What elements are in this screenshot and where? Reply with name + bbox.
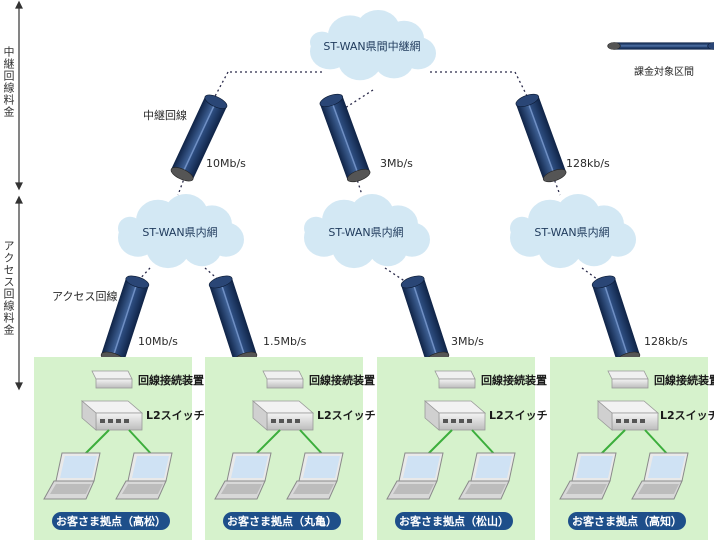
access-speed-1: 10Mb/s xyxy=(138,335,178,348)
site-label: お客さま拠点（丸亀） xyxy=(227,514,337,528)
line-device-icon xyxy=(91,370,133,389)
line-device-label: 回線接続装置 xyxy=(654,373,714,387)
line-device-label: 回線接続装置 xyxy=(481,373,547,387)
connector-cloud2 xyxy=(384,267,407,283)
access-fee-arrow xyxy=(15,195,23,391)
connector-trunk3-bottom xyxy=(552,175,561,196)
access-cable-1 xyxy=(98,272,152,368)
legend-label: 課金対象区間 xyxy=(634,65,694,78)
connector-cloud1-right xyxy=(204,267,222,283)
l2-switch-icon xyxy=(80,400,144,431)
line-device-icon xyxy=(262,370,304,389)
legend-cable-icon xyxy=(606,41,714,51)
trunk-cable-2 xyxy=(317,90,373,186)
connector-trunk2-bottom xyxy=(355,175,363,196)
trunk-speed-2: 3Mb/s xyxy=(380,157,413,170)
connector-trunk1-top xyxy=(212,71,229,101)
site-marugame: 回線接続装置 L2スイッチ お客さま拠点（丸亀） xyxy=(205,357,376,540)
line-device-label: 回線接続装置 xyxy=(309,373,375,387)
l2-switch-label: L2スイッチ xyxy=(317,409,376,422)
site-badge xyxy=(395,512,513,530)
l2-switch-icon xyxy=(423,400,487,431)
cloud-backbone-label: ST-WAN県間中継網 xyxy=(323,39,420,53)
site-label: お客さま拠点（高松） xyxy=(56,514,166,528)
line-device-label: 回線接続装置 xyxy=(138,373,204,387)
connector-trunk1-bottom xyxy=(177,175,186,196)
access-speed-3: 3Mb/s xyxy=(451,335,484,348)
l2-switch-label: L2スイッチ xyxy=(146,409,205,422)
access-fee-label: アクセス回線料金 xyxy=(2,240,15,336)
site-matsuyama: 回線接続装置 L2スイッチ お客さま拠点（松山） xyxy=(377,357,548,540)
l2-switch-icon xyxy=(596,400,660,431)
trunk-line-label: 中継回線 xyxy=(143,108,187,122)
trunk-speed-1: 10Mb/s xyxy=(206,157,246,170)
cloud-prefecture-3-label: ST-WAN県内網 xyxy=(534,225,609,239)
trunk-cable-1 xyxy=(168,91,230,185)
l2-switch-label: L2スイッチ xyxy=(660,409,714,422)
access-cable-3 xyxy=(398,272,452,368)
connector-cloud3 xyxy=(581,267,602,283)
trunk-speed-3: 128kb/s xyxy=(566,157,610,170)
access-speed-2: 1.5Mb/s xyxy=(263,335,307,348)
access-speed-4: 128kb/s xyxy=(644,335,688,348)
access-cable-4 xyxy=(589,272,643,368)
cloud-prefecture-2-label: ST-WAN県内網 xyxy=(328,225,403,239)
connector-backbone-mid xyxy=(344,89,374,109)
relay-fee-arrow xyxy=(15,0,23,191)
access-cable-2 xyxy=(206,272,260,368)
trunk-cable-3 xyxy=(513,90,569,186)
l2-switch-icon xyxy=(251,400,315,431)
cloud-prefecture-1-label: ST-WAN県内網 xyxy=(142,225,217,239)
site-badge xyxy=(223,512,341,530)
relay-fee-label: 中継回線料金 xyxy=(2,46,15,118)
access-line-label: アクセス回線 xyxy=(52,289,117,303)
site-kochi: 回線接続装置 L2スイッチ お客さま拠点（高知） xyxy=(550,357,714,540)
site-label: お客さま拠点（高知） xyxy=(572,514,682,528)
line-device-icon xyxy=(607,370,649,389)
site-badge xyxy=(52,512,170,530)
site-label: お客さま拠点（松山） xyxy=(399,514,509,528)
line-device-icon xyxy=(434,370,476,389)
l2-switch-label: L2スイッチ xyxy=(489,409,548,422)
site-takamatsu: 回線接続装置 L2スイッチ お客さま拠点（高松） xyxy=(34,357,205,540)
site-badge xyxy=(568,512,686,530)
